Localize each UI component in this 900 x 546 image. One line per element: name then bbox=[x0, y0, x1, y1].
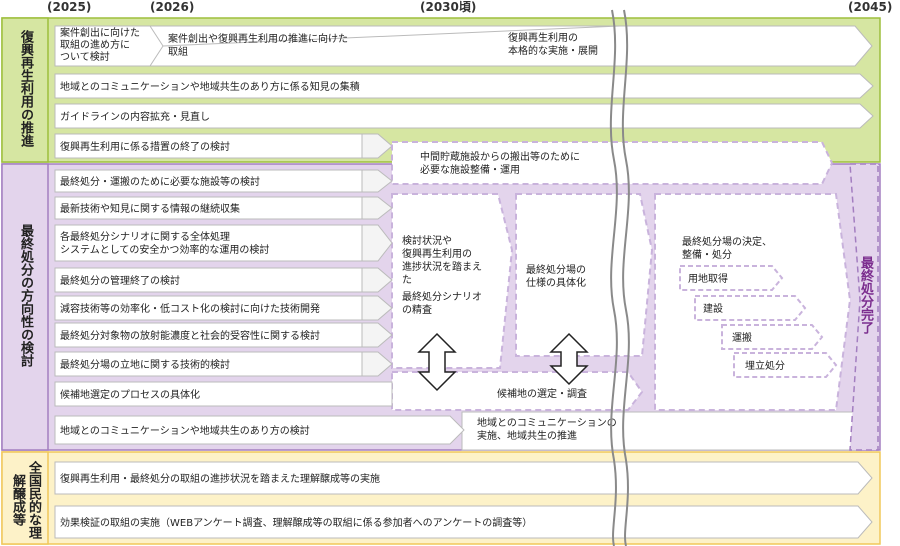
m2e: 最終処分シナリオ bbox=[402, 290, 482, 303]
year-2025: (2025) bbox=[47, 0, 92, 14]
r2: 地域とのコミュニケーションや地域共生のあり方に係る知見の集積 bbox=[60, 80, 360, 93]
r1c: ついて検討 bbox=[60, 50, 110, 63]
arrow-f5-tail bbox=[361, 295, 393, 321]
arrow-f8 bbox=[54, 381, 393, 407]
m4: 候補地の選定・調査 bbox=[497, 387, 587, 400]
f8: 候補地選定のプロセスの具体化 bbox=[60, 388, 200, 401]
year-2030: (2030頃) bbox=[420, 0, 477, 14]
m2c: 進捗状況を踏まえ bbox=[402, 260, 482, 273]
box-m3 bbox=[515, 193, 654, 357]
label-public-text: 全国民的な理解醸成等 bbox=[10, 461, 41, 539]
step-3 bbox=[721, 324, 824, 350]
f4: 最終処分の管理終了の検討 bbox=[60, 274, 180, 287]
f5: 減容技術等の効率化・低コスト化の検討に向けた技術開発 bbox=[60, 302, 320, 315]
completion-label: 最終処分完了 bbox=[858, 256, 873, 334]
label-reuse-text: 復興再生利用の推進 bbox=[18, 30, 33, 147]
step-1 bbox=[679, 265, 784, 291]
box-m1 bbox=[391, 141, 834, 185]
s1: 用地取得 bbox=[688, 272, 728, 285]
m6a: 最終処分場の決定、 bbox=[682, 235, 772, 248]
reuse-divider bbox=[162, 25, 621, 47]
double-arrow-1 bbox=[417, 332, 457, 392]
p2: 効果検証の取組の実施（WEBアンケート調査、理解醸成等の取組に係る参加者へのアン… bbox=[60, 516, 532, 529]
s4: 埋立処分 bbox=[745, 359, 785, 372]
arrow-f2-tail bbox=[361, 196, 393, 220]
f6: 最終処分対象物の放射能濃度と社会的受容性に関する検討 bbox=[60, 329, 320, 342]
label-final: 最終処分の方向性の検討 bbox=[2, 200, 48, 390]
m3b: 仕様の具体化 bbox=[526, 276, 586, 289]
label-final-bg bbox=[1, 163, 49, 451]
arrow-reuse-main bbox=[54, 25, 873, 67]
m2f: の精査 bbox=[402, 303, 432, 316]
label-public-bg bbox=[1, 451, 49, 545]
arrow-f7-tail bbox=[361, 351, 393, 377]
f2: 最新技術や知見に関する情報の継続収集 bbox=[60, 202, 240, 215]
r1b: 取組の進め方に bbox=[60, 38, 130, 51]
arrow-p2 bbox=[54, 505, 873, 539]
arrow-f6-tail bbox=[361, 322, 393, 348]
f1: 最終処分・運搬のために必要な施設等の検討 bbox=[60, 175, 260, 188]
year-2045: (2045) bbox=[848, 0, 893, 14]
label-final-text: 最終処分の方向性の検討 bbox=[18, 223, 33, 367]
f7: 最終処分場の立地に関する技術的検討 bbox=[60, 358, 230, 371]
arrow-reuse-phase1 bbox=[54, 25, 164, 67]
r1a: 案件創出に向けた bbox=[60, 26, 140, 39]
break-line-1 bbox=[609, 9, 618, 546]
double-arrow-2 bbox=[549, 332, 589, 386]
r1e: 取組 bbox=[168, 45, 188, 58]
label-public: 全国民的な理解醸成等 bbox=[2, 460, 48, 540]
m3a: 最終処分場の bbox=[526, 263, 586, 276]
m1b: 必要な施設整備・運用 bbox=[420, 163, 520, 176]
r1d: 案件創出や復興再生利用の推進に向けた bbox=[168, 32, 348, 45]
s3: 運搬 bbox=[732, 331, 752, 344]
p1: 復興再生利用・最終処分の取組の進捗状況を踏まえた理解醸成等の実施 bbox=[60, 472, 380, 485]
arrow-r4-tail bbox=[361, 133, 393, 159]
step-2 bbox=[694, 295, 807, 321]
completion-box bbox=[849, 163, 879, 451]
m6b: 整備・処分 bbox=[682, 248, 732, 261]
r1f: 復興再生利用の bbox=[508, 31, 578, 44]
r1g: 本格的な実施・展開 bbox=[508, 44, 598, 57]
label-reuse: 復興再生利用の推進 bbox=[2, 30, 48, 147]
f9: 地域とのコミュニケーションや地域共生のあり方の検討 bbox=[60, 424, 310, 437]
arrow-f3-tail bbox=[361, 224, 393, 262]
step-4 bbox=[733, 352, 838, 378]
m2a: 検討状況や bbox=[402, 234, 452, 247]
label-reuse-bg bbox=[1, 17, 49, 163]
arrow-p1 bbox=[54, 461, 873, 495]
year-2026: (2026) bbox=[150, 0, 195, 14]
m2b: 復興再生利用の bbox=[402, 247, 472, 260]
arrow-r2 bbox=[54, 73, 874, 99]
s2: 建設 bbox=[703, 302, 723, 315]
arrow-f4-tail bbox=[361, 267, 393, 293]
f3a: 各最終処分シナリオに関する全体処理 bbox=[60, 230, 230, 243]
m5b: 実施、地域共生の推進 bbox=[477, 429, 577, 442]
arrow-f1-tail bbox=[361, 169, 393, 193]
arrow-f9 bbox=[54, 415, 465, 445]
r4: 復興再生利用に係る措置の終了の検討 bbox=[60, 140, 230, 153]
r3: ガイドラインの内容拡充・見直し bbox=[60, 110, 210, 123]
box-m2 bbox=[391, 193, 514, 369]
break-line-2 bbox=[621, 9, 630, 546]
m5a: 地域とのコミュニケーションの bbox=[477, 416, 617, 429]
m1a: 中間貯蔵施設からの搬出等のために bbox=[420, 150, 580, 163]
m2d: た bbox=[402, 274, 412, 286]
arrow-r3 bbox=[54, 103, 874, 129]
f3b: システムとしての安全かつ効率的な運用の検討 bbox=[60, 243, 269, 256]
